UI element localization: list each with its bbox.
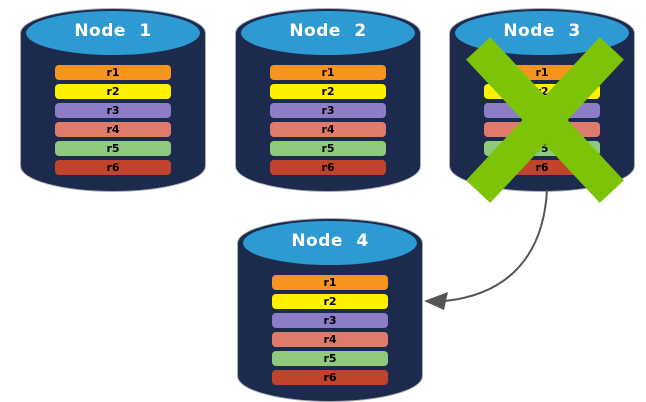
node-3-title: Node 3 xyxy=(503,21,581,41)
row-r4: r4 xyxy=(272,332,388,347)
row-r4: r4 xyxy=(55,122,171,137)
node-4-title: Node 4 xyxy=(291,231,369,251)
failure-x-icon xyxy=(466,37,624,203)
row-r1: r1 xyxy=(55,65,171,80)
row-r2: r2 xyxy=(55,84,171,99)
cylinder-top-face xyxy=(241,11,415,55)
row-r2: r2 xyxy=(270,84,386,99)
row-r5: r5 xyxy=(55,141,171,156)
node-2-title: Node 2 xyxy=(289,21,367,41)
row-r6: r6 xyxy=(270,160,386,175)
arrow-curve xyxy=(444,189,548,302)
row-r3: r3 xyxy=(55,103,171,118)
cylinder-top-face xyxy=(26,11,200,55)
node-4-rows: r1 r2 r3 r4 r5 r6 xyxy=(272,275,388,385)
row-r1: r1 xyxy=(272,275,388,290)
failover-arrow xyxy=(424,189,548,310)
node-3: Node 3 r1 r2 r3 r4 r5 r6 xyxy=(449,8,635,203)
node-2: Node 2 r1 r2 r3 r4 r5 r6 xyxy=(235,8,421,192)
row-r5: r5 xyxy=(272,351,388,366)
row-r6: r6 xyxy=(55,160,171,175)
node-1: Node 1 r1 r2 r3 r4 r5 r6 xyxy=(20,8,206,192)
row-r1: r1 xyxy=(270,65,386,80)
row-r3: r3 xyxy=(272,313,388,328)
cylinder-top-face xyxy=(243,221,417,265)
row-r2: r2 xyxy=(272,294,388,309)
row-r3: r3 xyxy=(270,103,386,118)
row-r6: r6 xyxy=(272,370,388,385)
node-2-rows: r1 r2 r3 r4 r5 r6 xyxy=(270,65,386,175)
row-r4: r4 xyxy=(270,122,386,137)
node-4: Node 4 r1 r2 r3 r4 r5 r6 xyxy=(237,218,423,402)
node-1-title: Node 1 xyxy=(74,21,152,41)
row-r5: r5 xyxy=(270,141,386,156)
node-1-rows: r1 r2 r3 r4 r5 r6 xyxy=(55,65,171,175)
arrowhead-icon xyxy=(424,292,448,310)
